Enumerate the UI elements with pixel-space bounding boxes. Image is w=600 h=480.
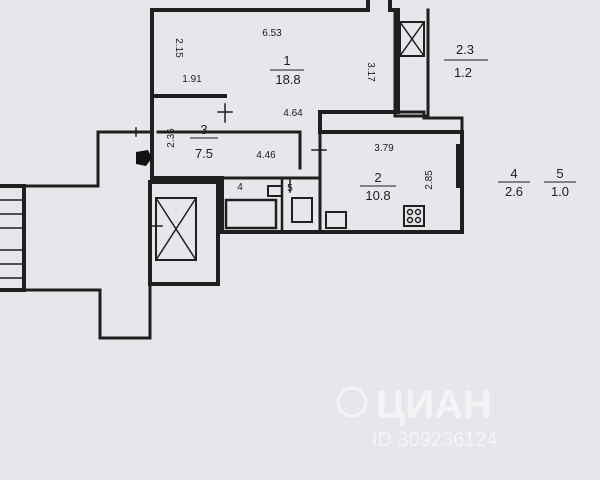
room-2-area: 10.8 — [365, 188, 390, 203]
dim-1-91: 1.91 — [182, 74, 202, 85]
watermark-brand: ЦИАН — [376, 383, 492, 427]
elevator-box — [155, 197, 197, 261]
room-3-area: 7.5 — [195, 146, 213, 161]
dim-4: 4 — [237, 182, 243, 193]
wall-balcony — [393, 8, 430, 118]
watermark-logo-icon — [336, 386, 368, 418]
dim-3-79: 3.79 — [374, 143, 394, 154]
door-ticks — [135, 103, 327, 227]
dimension-labels: 6.53 2.15 1.91 3.17 4.64 2.36 4.46 3.79 … — [166, 28, 435, 194]
room-5-number: 5 — [556, 166, 563, 181]
room-4-area: 2.6 — [505, 184, 523, 199]
wall-stair — [0, 184, 26, 292]
dim-2-36: 2.36 — [166, 128, 177, 148]
room-1-area: 18.8 — [275, 72, 300, 87]
balcony-number: 2.3 — [456, 42, 474, 57]
room-4-number: 4 — [510, 166, 517, 181]
sink — [291, 197, 313, 223]
dim-6-53: 6.53 — [262, 28, 282, 39]
wall-shaft — [148, 180, 220, 286]
dim-3-17: 3.17 — [365, 62, 376, 82]
dim-2-85: 2.85 — [424, 170, 435, 190]
walls — [0, 0, 464, 340]
room-5-area: 1.0 — [551, 184, 569, 199]
dim-4-46: 4.46 — [256, 150, 276, 161]
room-2-number: 2 — [374, 170, 381, 185]
elevator-cross — [154, 196, 198, 262]
wall-corridor — [22, 130, 154, 340]
balcony-box — [399, 21, 425, 57]
room-3-number: 3 — [200, 122, 207, 137]
stair-treads — [0, 199, 25, 279]
dim-4-64: 4.64 — [283, 108, 303, 119]
riser-marker — [136, 150, 152, 166]
watermark: ЦИАН ID 309236124 — [336, 383, 498, 451]
wall-hall-divider — [156, 130, 322, 180]
balcony-box-cross — [398, 20, 426, 58]
room-1-number: 1 — [283, 53, 290, 68]
balcony-area: 1.2 — [454, 65, 472, 80]
wall-ledge — [396, 110, 464, 134]
room-labels: 1 18.8 2 10.8 3 7.5 4 2.6 5 1.0 2.3 1.2 — [190, 42, 576, 203]
toilet — [267, 185, 283, 197]
kitchen-sink — [325, 211, 347, 229]
watermark-id: ID 309236124 — [372, 429, 498, 451]
stove — [403, 205, 425, 227]
dim-2-15: 2.15 — [173, 38, 184, 58]
dim-5: 5 — [287, 183, 293, 194]
